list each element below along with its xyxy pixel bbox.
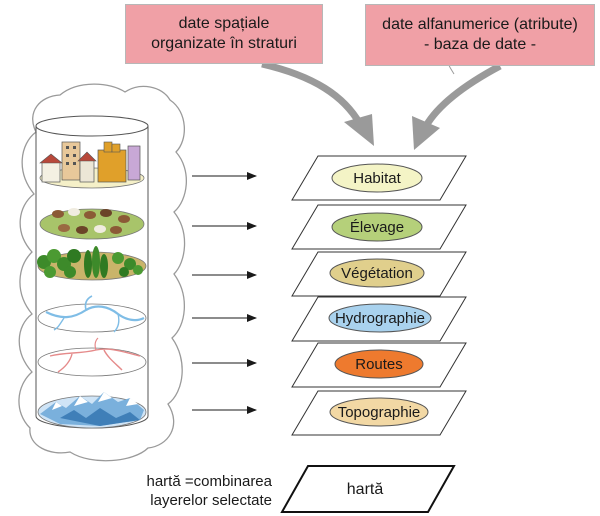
mountains-icon: [37, 392, 147, 429]
caption-line: layerelor selectate: [150, 492, 272, 509]
layer-arrows: [192, 172, 257, 414]
layer-planes: Habitat Élevage Végétation Hydrographie …: [291, 155, 467, 436]
cloud-outline: [18, 83, 188, 462]
attributes-arrow: [422, 62, 502, 128]
layer-label: Routes: [355, 356, 403, 373]
layer-badge: [329, 258, 425, 288]
attribute-data-callout: date alfanumerice (atribute) - baza de d…: [365, 4, 595, 66]
layer-plane-topographie: Topographie: [291, 390, 467, 436]
layer-plane-routes: Routes: [291, 342, 467, 388]
livestock-icon: [39, 208, 145, 240]
roads-icon: [37, 337, 147, 377]
buildings-icon: [39, 141, 145, 189]
callout-text-line: date spațiale: [178, 15, 270, 32]
layer-label: Hydrographie: [335, 310, 425, 327]
layer-badge: [331, 212, 423, 242]
layer-badge: [334, 349, 424, 379]
layer-badge: [329, 397, 429, 427]
callout-text-line: organizate în straturi: [151, 35, 297, 52]
layer-label: Végétation: [341, 265, 413, 282]
trees-icon: [37, 246, 147, 281]
layer-label: Topographie: [338, 404, 421, 421]
layer-badge: [328, 303, 432, 333]
callout-text-line: - baza de date -: [423, 36, 537, 53]
rivers-icon: [37, 295, 147, 333]
callout-text-line: date alfanumerice (atribute): [382, 16, 578, 33]
map-caption: hartă =combinarea layerelor selectate: [96, 472, 273, 510]
map-label: hartă: [347, 481, 384, 498]
layer-label: Élevage: [350, 219, 404, 236]
caption-line: hartă =combinarea: [146, 473, 273, 490]
layer-plane-elevage: Élevage: [291, 204, 467, 250]
callout-arrows: [261, 43, 502, 150]
map-plane: hartă: [280, 465, 456, 513]
layer-badge: [331, 163, 423, 193]
layer-plane-hydrographie: Hydrographie: [291, 296, 467, 342]
layer-label: Habitat: [353, 170, 401, 187]
layer-plane-vegetation: Végétation: [291, 251, 467, 297]
layer-plane-habitat: Habitat: [291, 155, 467, 201]
spatial-arrow: [261, 60, 364, 126]
spatial-data-callout: date spațiale organizate în straturi: [125, 4, 323, 64]
layer-cylinder: [35, 115, 149, 429]
